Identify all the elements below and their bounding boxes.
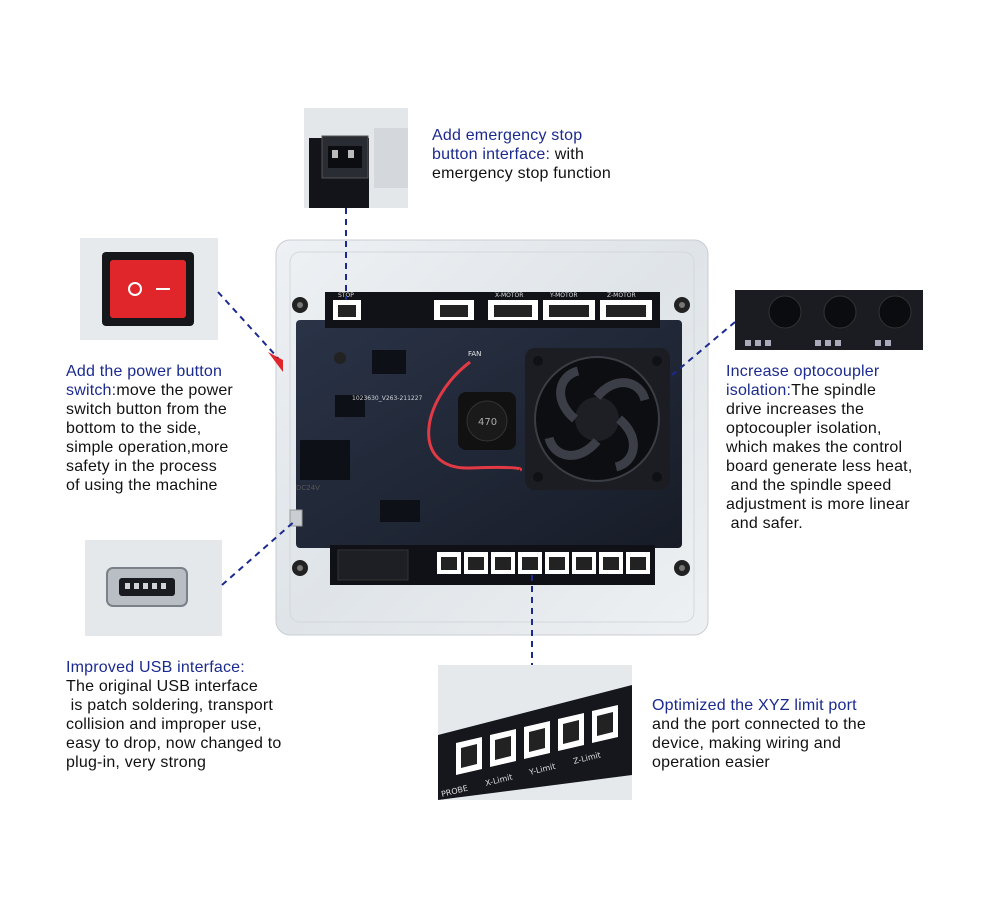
estop-title-2: button interface: bbox=[432, 146, 551, 163]
estop-inline: with bbox=[550, 146, 585, 163]
estop-body-0: emergency stop function bbox=[432, 165, 611, 182]
opto-inline: The spindle bbox=[791, 382, 877, 399]
opto-title-2: isolation: bbox=[726, 382, 792, 399]
inset-power-switch-photo bbox=[80, 238, 218, 340]
power-title-2: switch: bbox=[66, 382, 117, 399]
power-title-1: Add the power button bbox=[66, 363, 223, 380]
usb-body-0: The original USB interface bbox=[66, 678, 258, 695]
label-z-motor: Z-MOTOR bbox=[607, 292, 636, 299]
callout-limit: Optimized the XYZ limit port and the por… bbox=[652, 696, 866, 772]
power-body-3: safety in the process bbox=[66, 458, 217, 475]
inset-opto-photo bbox=[735, 290, 923, 350]
cooling-fan bbox=[525, 348, 670, 490]
dc-label: DC24V bbox=[296, 484, 320, 492]
usb-body-4: plug-in, very strong bbox=[66, 754, 207, 771]
power-inline: move the power bbox=[116, 382, 233, 399]
inset-estop-photo bbox=[304, 108, 408, 208]
callout-usb: Improved USB interface: The original USB… bbox=[66, 658, 282, 772]
inset-usb-photo bbox=[85, 540, 222, 636]
usb-body-1: is patch soldering, transport bbox=[66, 697, 273, 714]
limit-title-1: Optimized the XYZ limit port bbox=[652, 697, 857, 714]
callout-power: Add the power button switch:move the pow… bbox=[66, 362, 233, 495]
label-x-motor: X-MOTOR bbox=[495, 292, 523, 299]
limit-body-0: and the port connected to the bbox=[652, 716, 866, 733]
estop-title-1: Add emergency stop bbox=[432, 127, 583, 144]
limit-body-2: operation easier bbox=[652, 754, 770, 771]
model-label: 1023630_V263-211227 bbox=[352, 395, 423, 402]
usb-title-1: Improved USB interface: bbox=[66, 659, 245, 676]
usb-body-3: easy to drop, now changed to bbox=[66, 735, 282, 752]
opto-body-6: and safer. bbox=[726, 515, 803, 532]
inset-limit-port-photo: PROBE X-Limit Y-Limit Z-Limit bbox=[438, 665, 632, 800]
opto-body-4: and the spindle speed bbox=[726, 477, 892, 494]
opto-body-3: board generate less heat, bbox=[726, 458, 913, 475]
power-switch-rocker bbox=[110, 260, 186, 318]
power-body-0: switch button from the bbox=[66, 401, 227, 418]
opto-title-1: Increase optocoupler bbox=[726, 363, 880, 380]
opto-body-0: drive increases the bbox=[726, 401, 865, 418]
opto-body-1: optocoupler isolation, bbox=[726, 420, 882, 437]
power-body-1: bottom to the side, bbox=[66, 420, 202, 437]
label-stop: STOP bbox=[338, 292, 354, 299]
label-y-motor: Y-MOTOR bbox=[549, 292, 578, 299]
limit-body-1: device, making wiring and bbox=[652, 735, 842, 752]
fan-label: FAN bbox=[468, 350, 481, 358]
usb-body-2: collision and improper use, bbox=[66, 716, 262, 733]
opto-body-5: adjustment is more linear bbox=[726, 496, 910, 513]
callout-estop: Add emergency stop button interface: wit… bbox=[432, 126, 611, 183]
power-body-2: simple operation,more bbox=[66, 439, 229, 456]
callout-opto: Increase optocoupler isolation:The spind… bbox=[726, 362, 912, 533]
power-body-4: of using the machine bbox=[66, 477, 218, 494]
opto-body-2: which makes the control bbox=[726, 439, 903, 456]
inductor-label: 470 bbox=[478, 417, 497, 428]
